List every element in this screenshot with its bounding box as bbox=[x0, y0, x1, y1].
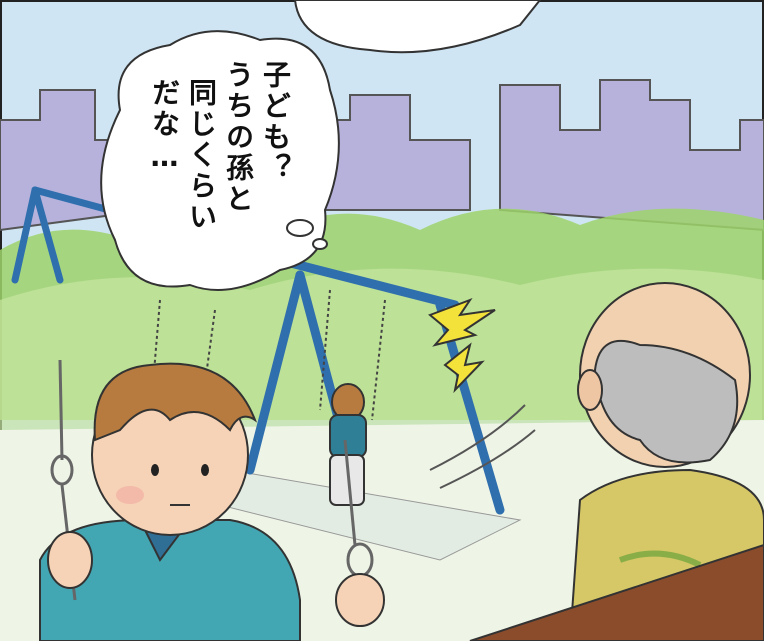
top-bubble bbox=[293, 0, 542, 54]
boy bbox=[39, 362, 301, 641]
bubble-line-1: 子ども？ bbox=[259, 60, 292, 184]
bench bbox=[469, 543, 764, 641]
creak-sound-effect bbox=[428, 297, 496, 394]
boy-left-hand bbox=[47, 531, 93, 589]
bubble-line-4: だな… bbox=[148, 78, 181, 176]
thought-bubble bbox=[100, 30, 340, 291]
bubble-line-3: 同じくらい bbox=[185, 78, 218, 233]
bubble-line-2: うちの孫と bbox=[222, 60, 255, 215]
child-on-swing bbox=[329, 383, 367, 506]
motion-lines bbox=[429, 404, 536, 489]
boy-right-hand bbox=[335, 573, 385, 627]
